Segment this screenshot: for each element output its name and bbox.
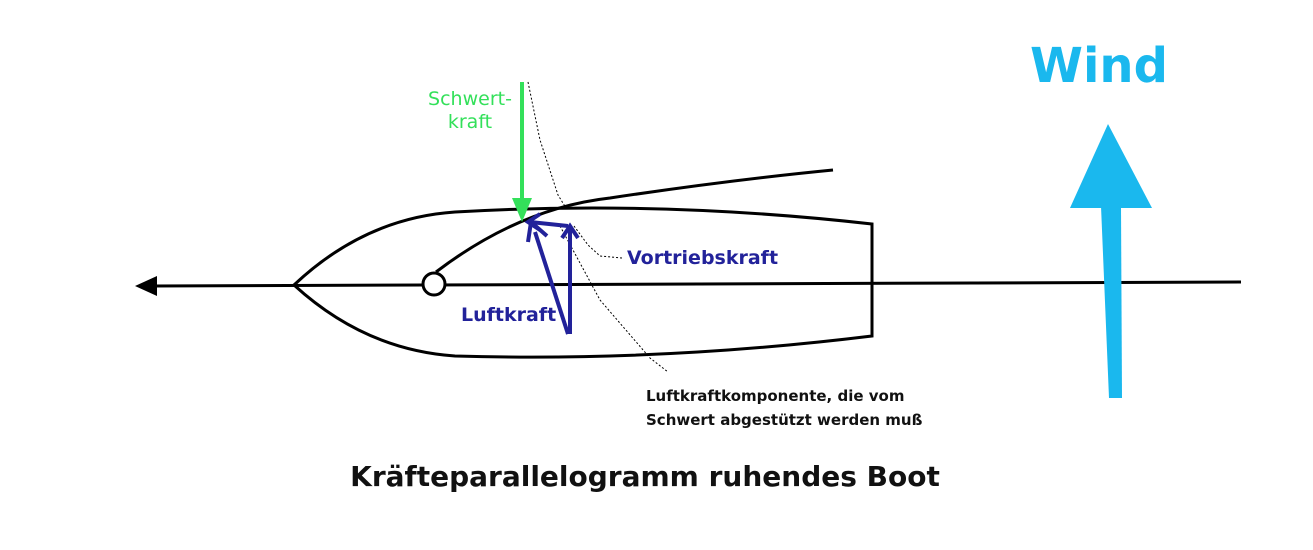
helper-dotted-line-komponente [559, 225, 669, 373]
boat-hull [291, 206, 874, 359]
vortriebskraft-label: Vortriebskraft [627, 247, 779, 269]
course-axis-line [151, 280, 1242, 288]
luftkraft-arrow-shaft [533, 231, 570, 335]
component-arrowhead [524, 212, 542, 232]
luftkraftkomponente-label: Luftkraftkomponente, die vom Schwert abg… [646, 384, 922, 432]
course-arrowhead [135, 276, 157, 296]
schwertkraft-arrowhead [512, 198, 532, 222]
schwertkraft-label: Schwert- kraft [420, 88, 520, 134]
luftkraftkomponente-label-line1: Luftkraftkomponente, die vom [646, 387, 905, 405]
wind-arrowhead [1070, 124, 1152, 208]
helper-dotted-line-top [527, 81, 567, 209]
vortriebskraft-arrowhead [560, 222, 580, 240]
diagram-title: Kräfteparallelogramm ruhendes Boot [350, 460, 940, 493]
luftkraftkomponente-label-line2: Schwert abgestützt werden muß [646, 411, 923, 429]
schwertkraft-label-line2: kraft [447, 111, 493, 133]
helper-dotted-line-vortrieb [573, 225, 623, 259]
component-arrow-shaft [529, 220, 569, 228]
schwertkraft-label-line1: Schwert- [428, 88, 512, 110]
luftkraft-label: Luftkraft [461, 304, 557, 326]
wind-arrow-shaft [1101, 206, 1122, 398]
boom-curve [435, 168, 834, 274]
mast-circle [421, 271, 447, 297]
wind-label: Wind [1030, 38, 1168, 94]
